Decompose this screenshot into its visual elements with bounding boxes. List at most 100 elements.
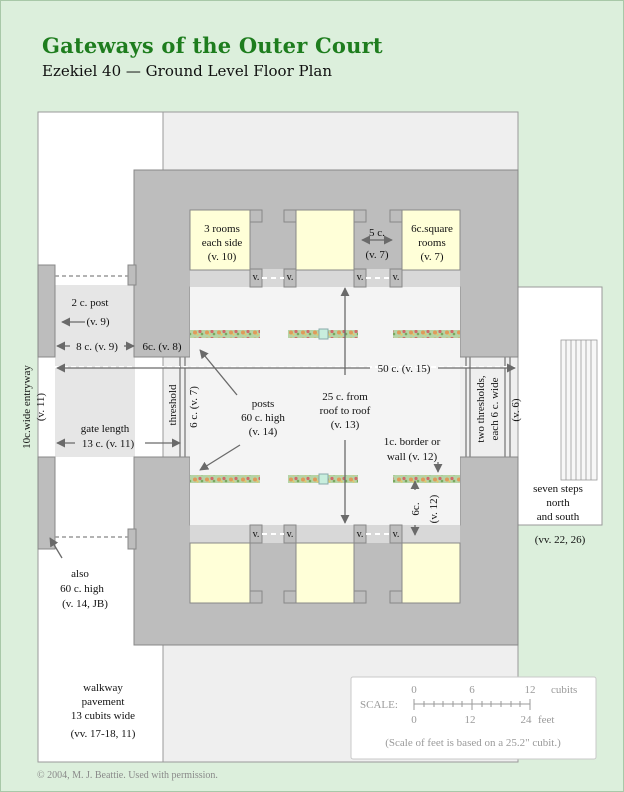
guard-room-top-1 xyxy=(189,209,251,271)
post-label: v. xyxy=(357,529,364,540)
scale-feet-tick: 0 xyxy=(411,714,417,726)
guard-room-bottom-3 xyxy=(401,542,461,604)
label-walkway: 13 cubits wide xyxy=(71,710,135,722)
post-v-labels: v. v. v. v. v. v. v. v. xyxy=(253,272,400,540)
post-label: v. xyxy=(357,272,364,283)
arrow-also xyxy=(49,537,63,559)
flower-bed xyxy=(190,330,260,338)
page-title: Gateways of the Outer Court xyxy=(42,33,383,58)
scale-bar xyxy=(413,699,531,710)
label-5c: 5 c. xyxy=(369,227,385,239)
bottom-border-strip xyxy=(190,525,460,543)
center-marker xyxy=(318,328,329,340)
center-marker xyxy=(318,473,329,485)
flower-bed xyxy=(190,475,260,483)
flower-bed xyxy=(393,475,460,483)
label-two-thresholds: each 6 c. wide xyxy=(489,377,501,440)
scale-legend: SCALE: 0 6 12 cubits 0 1 xyxy=(350,676,597,760)
entry-labels: 2 c. post (v. 9) 8 c. (v. 9) 6c. (v. 8) … xyxy=(21,297,431,450)
guard-room-bottom-1 xyxy=(189,542,251,604)
label-posts: 60 c. high xyxy=(241,412,285,424)
room-posts-top xyxy=(249,209,403,288)
label-square: 6c.square xyxy=(411,223,453,235)
label-rooms: each side xyxy=(202,237,243,249)
right-labels: two thresholds, each 6 c. wide (v. 6) se… xyxy=(475,375,586,546)
label-two-thresholds: two thresholds, xyxy=(475,375,487,442)
post-label: v. xyxy=(393,272,400,283)
passage-dashed-lines xyxy=(262,277,390,535)
post-stub xyxy=(127,264,137,286)
label-post: (v. 9) xyxy=(86,316,109,328)
label-steps: seven steps xyxy=(533,483,583,495)
scale-feet-tick: 12 xyxy=(465,714,476,726)
scale-label: SCALE: xyxy=(360,699,398,711)
guard-room-bottom-2 xyxy=(295,542,355,604)
post-label: v. xyxy=(393,529,400,540)
copyright-notice: © 2004, M. J. Beattie. Used with permiss… xyxy=(37,770,218,781)
scale-feet-tick: 24 xyxy=(521,714,533,726)
entryway-floor xyxy=(55,285,135,457)
label-rooms: 3 rooms xyxy=(204,223,240,235)
label-5c-ref: (v. 7) xyxy=(365,249,388,261)
scale-cubit-tick: 0 xyxy=(411,684,417,696)
room-labels: 3 rooms each side (v. 10) 5 c. (v. 7) 6c… xyxy=(202,223,453,263)
post-label: v. xyxy=(253,272,260,283)
label-posts: (v. 14) xyxy=(249,426,278,438)
label-6c-v12: (v. 12) xyxy=(428,494,440,523)
guard-room-top-3 xyxy=(401,209,461,271)
post-label: v. xyxy=(287,529,294,540)
arrow-posts-top xyxy=(199,349,238,396)
label-roof: 25 c. from xyxy=(322,391,368,403)
steps xyxy=(560,339,598,481)
label-also: 60 c. high xyxy=(60,583,104,595)
outer-post-bottom xyxy=(37,456,56,550)
threshold-lines xyxy=(179,357,511,457)
outer-post-top xyxy=(37,264,56,358)
label-roof: (v. 13) xyxy=(331,419,360,431)
label-entryway: (v. 11) xyxy=(35,393,47,422)
label-v6: (v. 6) xyxy=(510,398,522,421)
label-border: 1c. border or xyxy=(384,436,441,448)
outer-dashed-lines xyxy=(55,275,128,538)
label-also: (v. 14, JB) xyxy=(62,598,108,610)
post-stub xyxy=(127,528,137,550)
label-roof: roof to roof xyxy=(320,405,371,417)
top-border-strip xyxy=(190,269,460,287)
label-gate-length: 13 c. (v. 11) xyxy=(82,438,135,450)
arrow-posts-bottom xyxy=(199,444,241,471)
label-walkway: walkway xyxy=(83,682,123,694)
label-walkway: (vv. 17-18, 11) xyxy=(71,728,136,740)
bottom-left-labels: also 60 c. high (v. 14, JB) walkway pave… xyxy=(60,568,136,740)
label-entryway: 10c.wide entryway xyxy=(21,365,33,449)
label-rooms: (v. 10) xyxy=(208,251,237,263)
label-square: rooms xyxy=(418,237,446,249)
flower-borders xyxy=(190,328,460,485)
center-labels: posts 60 c. high (v. 14) 25 c. from roof… xyxy=(241,391,440,523)
label-8c: 8 c. (v. 9) xyxy=(76,341,118,353)
scale-box xyxy=(350,676,597,760)
dimension-arrows xyxy=(49,235,516,559)
label-steps-ref: (vv. 22, 26) xyxy=(535,534,586,546)
label-posts: posts xyxy=(252,398,275,410)
label-threshold-size: 6 c. (v. 7) xyxy=(188,386,200,428)
post-label: v. xyxy=(287,272,294,283)
label-gate-length: gate length xyxy=(81,423,130,435)
guard-room-top-2 xyxy=(295,209,355,271)
page-subtitle: Ezekiel 40 — Ground Level Floor Plan xyxy=(42,62,333,80)
label-also: also xyxy=(71,568,89,580)
label-threshold: threshold xyxy=(167,384,179,425)
label-steps: north xyxy=(546,497,570,509)
flower-bed xyxy=(393,330,460,338)
label-6c-v8: 6c. (v. 8) xyxy=(143,341,182,353)
room-posts-bottom xyxy=(249,524,403,604)
label-square: (v. 7) xyxy=(420,251,443,263)
label-post: 2 c. post xyxy=(72,297,109,309)
scale-cubit-tick: 6 xyxy=(469,684,475,696)
scale-cubit-unit: cubits xyxy=(551,684,577,696)
post-label: v. xyxy=(253,529,260,540)
label-walkway: pavement xyxy=(82,696,125,708)
scale-note: (Scale of feet is based on a 25.2" cubit… xyxy=(385,737,561,749)
label-50c: 50 c. (v. 15) xyxy=(378,363,431,375)
